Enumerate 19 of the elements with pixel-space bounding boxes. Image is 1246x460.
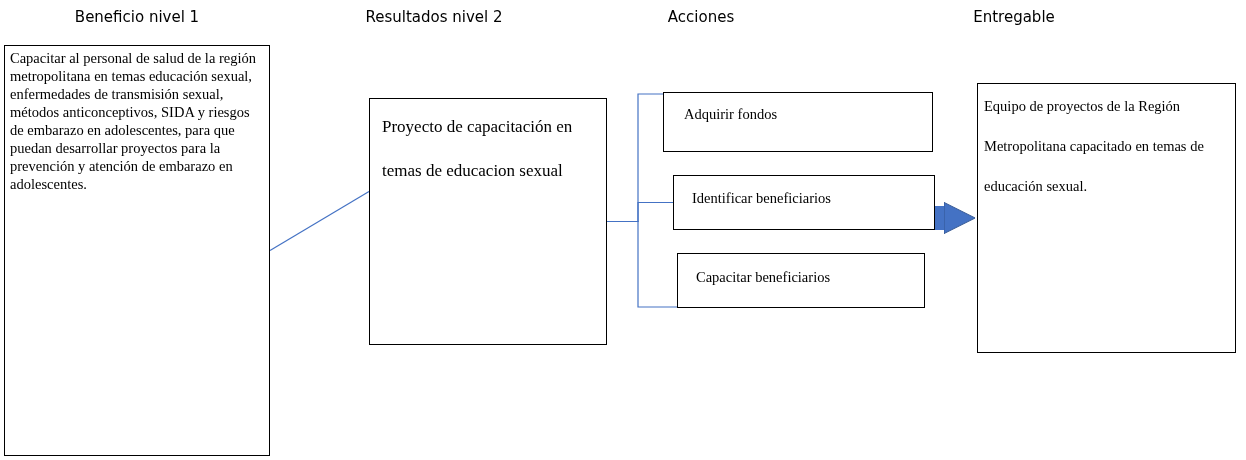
box-text: Equipo de proyectos de la Región Metropolitana capacitado en temas de educación sexual. [984,97,1205,196]
action-box [673,175,935,230]
column-heading: Beneficio nivel 1 [74,8,200,26]
column-heading: Entregable [973,8,1055,26]
result-box [369,98,607,345]
connector-line [269,190,370,252]
box-text: Adquirir fondos [684,105,779,123]
block-arrow [935,201,976,235]
connector-line [606,220,678,308]
box-text: Proyecto de capacitación en temas de educacion sexual [382,116,574,182]
column-heading: Resultados nivel 2 [365,8,503,26]
box-text: Capacitar al personal de salud de la región metropolitana en temas educación sexual, enfermedades de transmisión sexual, métodos anticonceptivos, SIDA y riesgos de embarazo en adolescentes, para que puedan desarrollar proyectos para la prevención y atención de embarazo en adolescentes. [10,49,257,193]
deliverable-box [977,83,1236,353]
action-box [677,253,925,308]
box-text: Identificar beneficiarios [692,189,832,207]
box-text: Capacitar beneficiarios [696,268,832,286]
benefit-box [4,45,270,456]
action-box [663,92,933,152]
column-heading: Acciones [667,8,735,26]
